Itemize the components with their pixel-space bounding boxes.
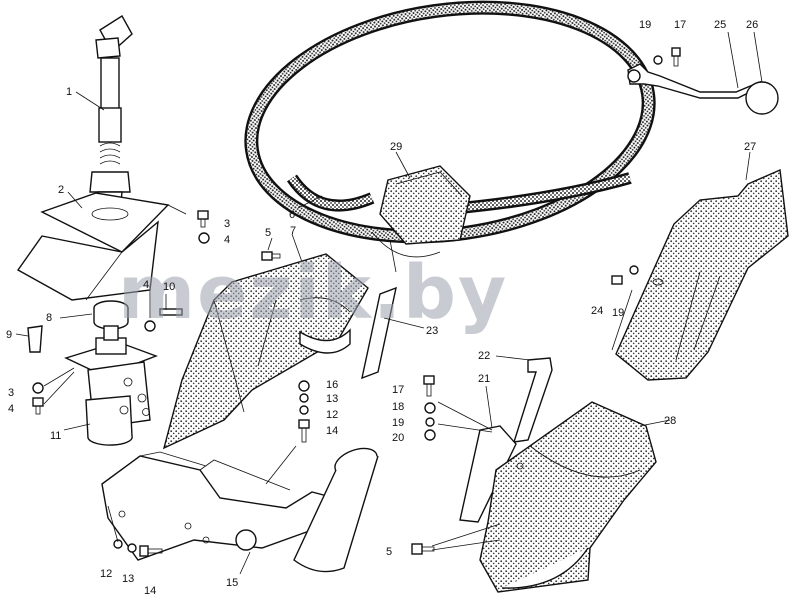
horn-cap [379,165,471,245]
steering-wheel [244,0,656,273]
callout-3-lower: 3 [8,387,14,399]
callout-17-right: 17 [392,384,404,396]
callout-5-upper: 5 [265,227,271,239]
side-cover [611,168,789,381]
bolt-washer-set-lower [32,382,44,415]
callout-25: 25 [714,19,726,31]
callout-10: 10 [163,281,175,293]
bolt-stack-center [298,380,310,443]
callout-28: 28 [664,415,676,427]
callout-4-lower: 4 [8,403,14,415]
callout-22: 22 [478,350,490,362]
column-cover-lower [479,401,657,593]
callout-labels: 1 2 3 4 5 6 7 8 4 10 9 3 4 11 16 13 12 1… [6,19,758,597]
callout-12-bottom: 12 [100,568,112,580]
watermark-text: mezik.by [118,250,508,336]
callout-27: 27 [744,141,756,153]
callout-5-lower: 5 [386,546,392,558]
callout-11: 11 [50,430,61,442]
steering-gear-unit [64,308,183,446]
callout-8: 8 [46,312,52,324]
callout-13-bottom: 13 [122,573,134,585]
callout-19-side: 19 [612,307,624,319]
callout-16: 16 [326,379,338,391]
callout-24: 24 [591,305,603,317]
column-tube [293,447,379,573]
callout-23: 23 [426,325,438,337]
callout-6: 6 [289,209,295,221]
callout-3-upper: 3 [224,218,230,230]
callout-9: 9 [6,329,12,341]
callout-12-center: 12 [326,409,338,421]
callout-21: 21 [478,373,490,385]
callout-2: 2 [58,184,64,196]
callout-14-center: 14 [326,425,338,437]
small-bracket [361,286,397,380]
angle-bracket-22 [512,357,553,443]
bolt-washer-top-right [653,47,681,67]
bolt-5-upper [261,251,281,261]
callout-13-center: 13 [326,393,338,405]
collar-ring [93,300,129,330]
bolt-washer-set-upper [197,210,210,244]
leader-lines [15,31,763,575]
steering-shaft [89,15,133,213]
callout-20: 20 [392,432,404,444]
callout-19-top: 19 [639,19,651,31]
tilt-lever [627,63,779,115]
callout-19-right: 19 [392,417,404,429]
callout-15: 15 [226,577,238,589]
callout-26: 26 [746,19,758,31]
bolt-stack-right [423,375,436,441]
clip-bracket [27,325,43,353]
column-cover-upper [162,253,369,450]
callout-14-bottom: 14 [144,585,156,597]
bolt-stack-bottom [113,539,163,557]
callout-4-middle: 4 [143,279,149,291]
bolt-5-lower [411,543,435,555]
callout-4-upper: 4 [224,234,230,246]
callout-7: 7 [290,225,296,237]
callout-17-top: 17 [674,19,686,31]
bolt-washer-side [611,265,639,285]
callout-18: 18 [392,401,404,413]
callout-29: 29 [390,141,402,153]
callout-1: 1 [66,86,72,98]
